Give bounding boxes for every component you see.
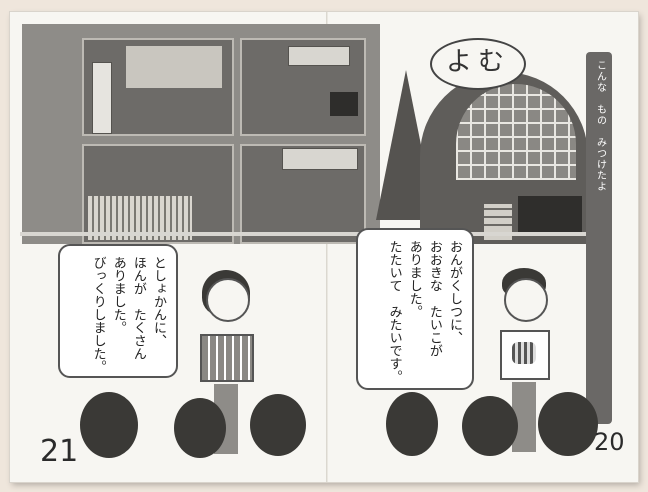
chapter-caption: こんな もの みつけたよ bbox=[594, 60, 606, 192]
boy-presenter bbox=[496, 268, 552, 454]
gymnasium-window-grid bbox=[456, 84, 576, 180]
book-spine bbox=[326, 12, 328, 482]
audience-child-6 bbox=[538, 392, 598, 456]
science-cabinet bbox=[126, 46, 222, 88]
page-number-left: 21 bbox=[40, 434, 79, 469]
floor-divider bbox=[20, 232, 600, 236]
music-speech-text: おんがくしつに、 おおきな たいこが ありました。 たたいて みたいです。 bbox=[386, 240, 462, 383]
audience-child-5 bbox=[462, 396, 518, 456]
chapter-sidebar: こんな もの みつけたよ bbox=[586, 52, 612, 424]
principal-portraits bbox=[282, 148, 358, 170]
audience-child-2 bbox=[174, 398, 226, 458]
audience-child-1 bbox=[80, 392, 138, 458]
gym-stage-piano bbox=[518, 196, 582, 236]
drum-sign bbox=[500, 330, 550, 380]
library-speech-text: としょかんに、 ほんが たくさん ありました。 びっくりしました。 bbox=[90, 256, 166, 373]
piano bbox=[330, 92, 358, 116]
page-number-right: 20 bbox=[594, 428, 625, 456]
composer-portraits bbox=[288, 46, 350, 66]
book-sign bbox=[200, 334, 254, 382]
audience-child-4 bbox=[386, 392, 438, 456]
music-speech-bubble: おんがくしつに、 おおきな たいこが ありました。 たたいて みたいです。 bbox=[356, 228, 474, 390]
audience-child-3 bbox=[250, 394, 306, 456]
lesson-title-badge: よむ bbox=[430, 38, 526, 90]
skeleton-model bbox=[92, 62, 112, 134]
library-speech-bubble: としょかんに、 ほんが たくさん ありました。 びっくりしました。 bbox=[58, 244, 178, 378]
